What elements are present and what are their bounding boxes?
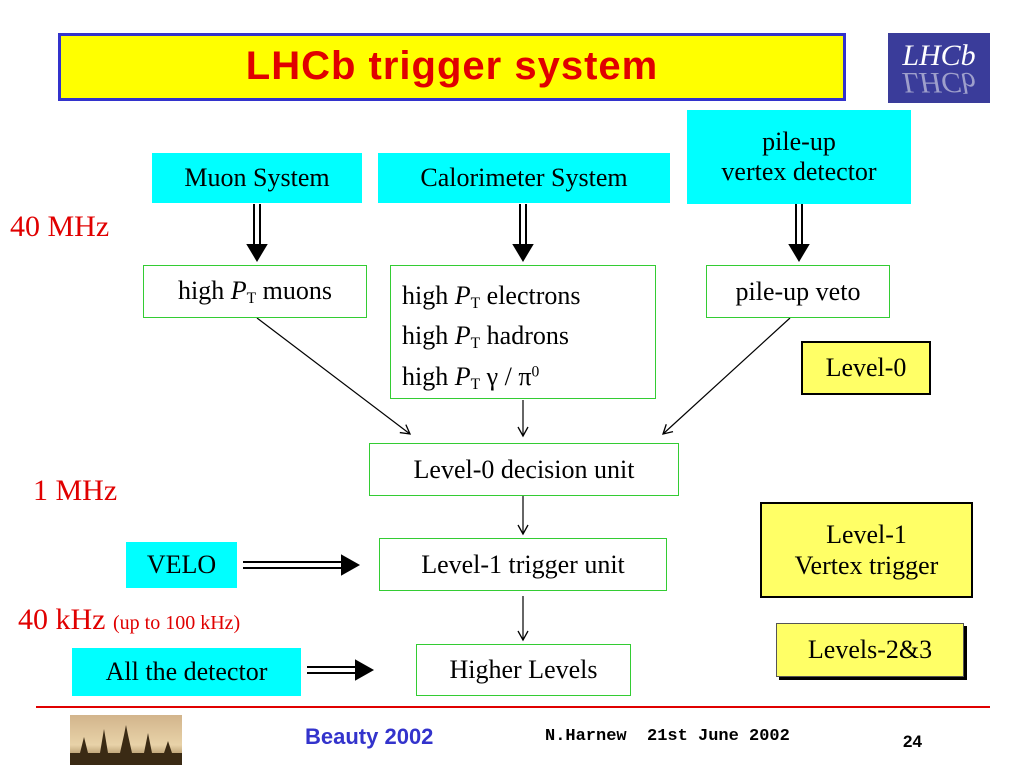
all-detector-box: All the detector: [72, 648, 301, 696]
slide-title: LHCb trigger system: [245, 44, 659, 88]
cathedral-silhouette-icon: [70, 725, 182, 765]
legend-levels23-label: Levels-2&3: [807, 635, 933, 665]
logo-text: LHCb: [902, 39, 976, 72]
rate-40khz: 40 kHz (up to 100 kHz): [18, 603, 240, 637]
rate-40khz-note: (up to 100 kHz): [112, 612, 241, 634]
velo-double-arrow: [243, 554, 361, 576]
pileup-veto-box: pile-up veto: [706, 265, 890, 318]
level1-trigger-box: Level-1 trigger unit: [379, 538, 667, 591]
calo-trigger-row: high PT hadrons: [402, 321, 569, 353]
footer-author-date: N.Harnew 21st June 2002: [545, 727, 790, 746]
legend-levels23: Levels-2&3: [776, 623, 964, 677]
pileup-detector-line1: pile-up: [762, 127, 836, 157]
muon-system-box: Muon System: [152, 153, 362, 203]
legend-level1-line1: Level-1: [826, 519, 907, 549]
pileup-veto-label: pile-up veto: [735, 276, 861, 306]
rate-40khz-value: 40 kHz: [18, 603, 106, 636]
calorimeter-system-label: Calorimeter System: [420, 163, 628, 193]
legend-level0: Level-0: [801, 341, 931, 395]
rate-1mhz: 1 MHz: [33, 474, 118, 507]
page-number: 24: [903, 732, 922, 751]
muons-to-decision-arrow: [256, 317, 412, 435]
calo-trigger-row: high PT electrons: [402, 281, 581, 312]
rate-40mhz: 40 MHz: [10, 210, 110, 243]
muon-system-label: Muon System: [184, 163, 330, 193]
title-banner: LHCb trigger system: [58, 33, 846, 101]
pileup-detector-box: pile-up vertex detector: [687, 110, 911, 204]
pileup-double-arrow: [788, 204, 810, 262]
higher-levels-label: Higher Levels: [449, 655, 598, 684]
level0-decision-box: Level-0 decision unit: [369, 443, 679, 496]
legend-level1: Level-1 Vertex trigger: [760, 502, 973, 598]
veto-to-decision-arrow: [662, 317, 791, 435]
cathedral-thumbnail: [70, 715, 182, 765]
velo-label: VELO: [146, 550, 217, 580]
legend-level0-label: Level-0: [825, 353, 907, 383]
all-detector-double-arrow: [307, 659, 375, 681]
calo-triggers-box: high PT electrons high PT hadrons high P…: [390, 265, 656, 399]
footer-divider: [36, 706, 990, 708]
level1-trigger-label: Level-1 trigger unit: [421, 549, 625, 579]
calo-trigger-row: high PT γ / π0: [402, 361, 540, 393]
velo-box: VELO: [126, 542, 237, 588]
footer-event: Beauty 2002: [305, 724, 434, 749]
higher-levels-box: Higher Levels: [416, 644, 631, 696]
pileup-detector-line2: vertex detector: [721, 157, 877, 186]
high-pt-muons-label: high PT muons: [178, 275, 332, 307]
lhcb-logo: LHCb LHCb: [888, 33, 990, 103]
calorimeter-system-box: Calorimeter System: [378, 153, 670, 203]
level0-decision-label: Level-0 decision unit: [413, 454, 635, 484]
legend-level1-line2: Vertex trigger: [794, 551, 939, 580]
muon-double-arrow: [246, 204, 268, 262]
high-pt-muons-box: high PT muons: [143, 265, 367, 318]
calo-double-arrow: [512, 204, 534, 262]
all-detector-label: All the detector: [105, 657, 268, 687]
